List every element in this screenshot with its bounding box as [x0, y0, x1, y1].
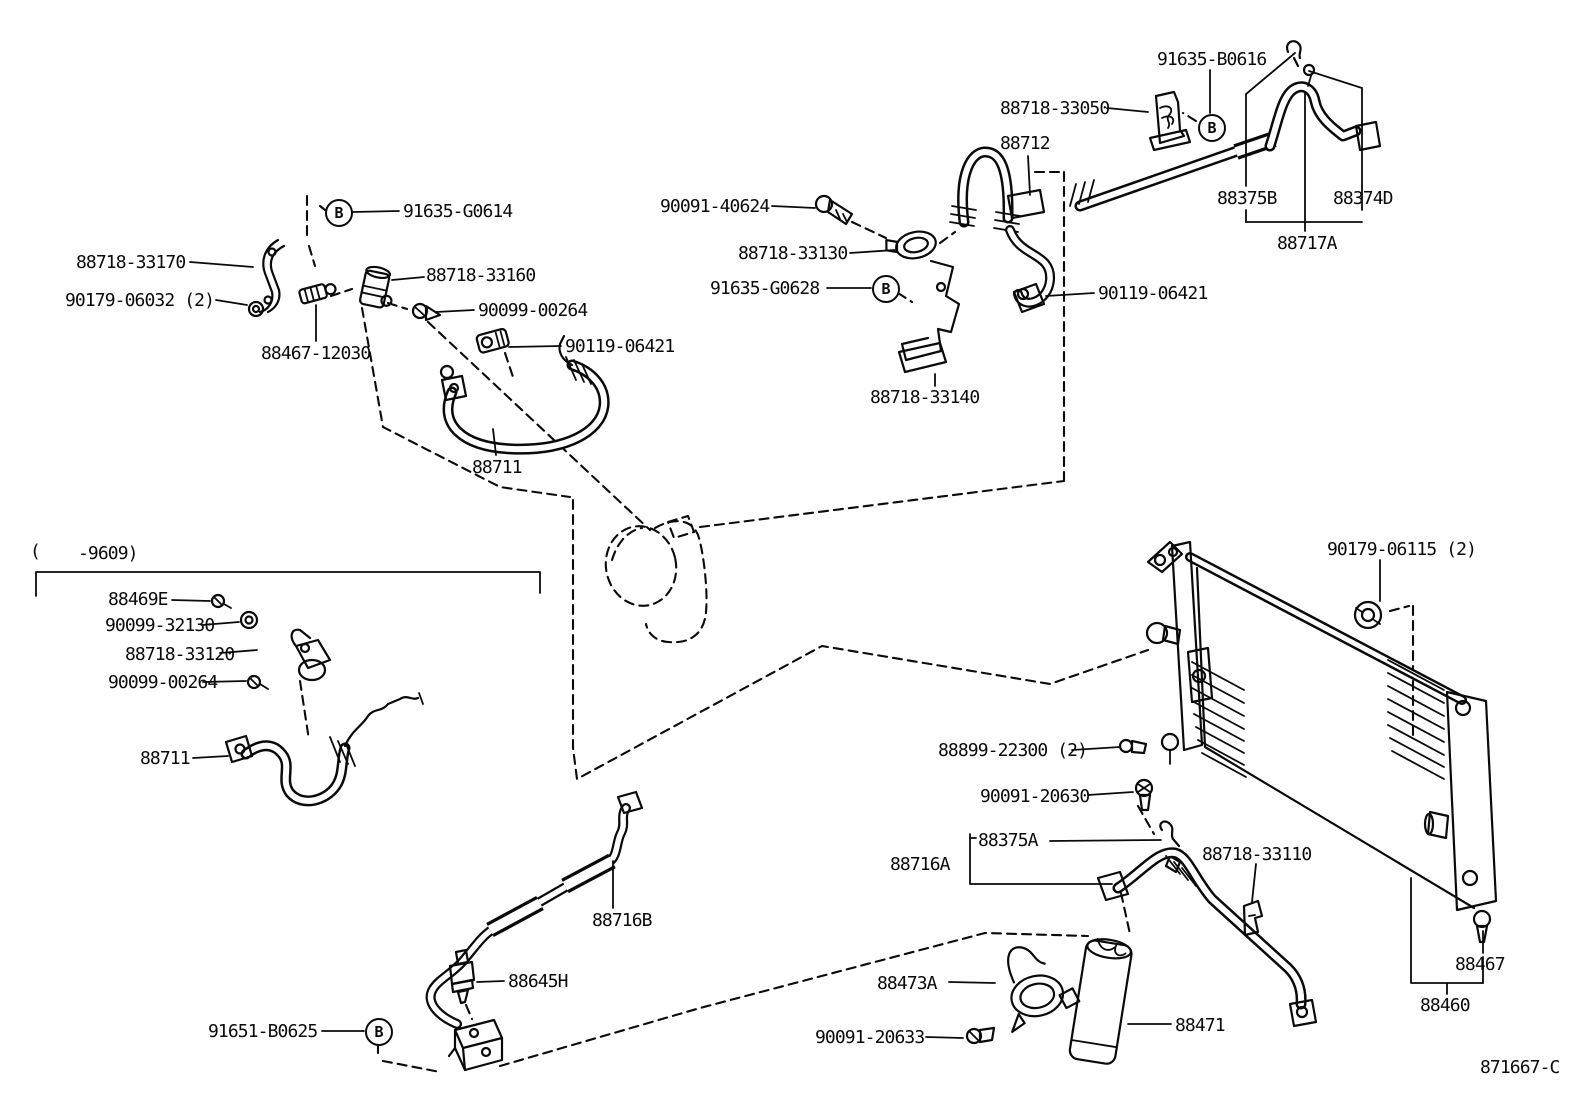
part-label-88471: 88471 [1175, 1015, 1226, 1036]
part-label-88718-33160: 88718-33160 [426, 265, 536, 286]
grommet-90179-06115 [1353, 600, 1383, 630]
part-label-88375A: 88375A [978, 830, 1039, 851]
part-label-90119-06421: 90119-06421 [565, 336, 675, 357]
bolt-90091-40624 [814, 194, 854, 226]
part-label-90091-40624: 90091-40624 [660, 196, 770, 217]
dashed-reference-lines [298, 111, 1415, 1074]
clamp-88473A [1007, 946, 1081, 1033]
sensor-88467-12030 [298, 283, 337, 305]
bracket-88718-33140 [897, 259, 961, 374]
clamp-88718-33050 [1148, 90, 1192, 152]
fitting-88718-33160 [358, 265, 393, 309]
part-label-88718-33140: 88718-33140 [870, 387, 980, 408]
part-label-: ( [30, 541, 41, 562]
part-label-90119-06421: 90119-06421 [1098, 283, 1208, 304]
suction-hose-88716A [1096, 847, 1318, 1028]
part-label-90099-00264: 90099-00264 [478, 300, 588, 321]
part-label-88375B: 88375B [1217, 188, 1278, 209]
bolt-90091-20630 [1134, 778, 1154, 812]
bracket-88718-33170 [258, 238, 286, 314]
junction-block [447, 1018, 504, 1072]
part-label-88899-22300-2: 88899-22300 (2) [938, 740, 1088, 761]
part-label-88460: 88460 [1420, 995, 1471, 1016]
part-label-9609: -9609) [78, 543, 139, 564]
part-label-88711: 88711 [472, 457, 523, 478]
callout-circle-1: B [325, 199, 353, 227]
part-label-88469E: 88469E [108, 589, 169, 610]
part-label-90099-32130: 90099-32130 [105, 615, 215, 636]
part-label-88374D: 88374D [1333, 188, 1394, 209]
part-label-88711: 88711 [140, 748, 191, 769]
discharge-hose-88712 [949, 146, 1055, 308]
pipe-88717A [1069, 40, 1382, 212]
compressor-ghost [604, 514, 708, 644]
drain-plug-88467 [1472, 909, 1492, 944]
callout-circle-4: B [365, 1018, 393, 1046]
condenser-88460 [1145, 540, 1498, 912]
part-label-88473A: 88473A [877, 973, 938, 994]
part-label-90099-00264: 90099-00264 [108, 672, 218, 693]
part-label-88712: 88712 [1000, 133, 1051, 154]
part-label-88716B: 88716B [592, 910, 653, 931]
pressure-switch-88645H [448, 948, 476, 1005]
part-label-88718-33130: 88718-33130 [738, 243, 848, 264]
part-label-88718-33120: 88718-33120 [125, 644, 235, 665]
clamp-88718-33110 [1242, 899, 1264, 937]
part-label-871667-C: 871667-C [1480, 1057, 1560, 1078]
part-label-88717A: 88717A [1277, 233, 1338, 254]
part-label-91635-B0616: 91635-B0616 [1157, 49, 1267, 70]
part-label-88467-12030: 88467-12030 [261, 343, 371, 364]
callout-circle-2: B [872, 275, 900, 303]
part-label-90091-20630: 90091-20630 [980, 786, 1090, 807]
screw-90099-00264-mid [246, 674, 269, 690]
bolt-88899-22300 [1118, 738, 1148, 755]
part-label-88467: 88467 [1455, 954, 1506, 975]
part-label-88718-33170: 88718-33170 [76, 252, 186, 273]
liquid-pipe-88716B [425, 790, 644, 1029]
part-label-91635-G0614: 91635-G0614 [403, 201, 513, 222]
nut-90179-06032 [247, 300, 265, 318]
part-label-88645H: 88645H [508, 971, 569, 992]
part-label-90091-20633: 90091-20633 [815, 1027, 925, 1048]
part-label-88718-33110: 88718-33110 [1202, 844, 1312, 865]
grommet-90099-32130 [239, 610, 259, 630]
suction-hose-88711-top [439, 334, 610, 455]
part-label-91635-G0628: 91635-G0628 [710, 278, 820, 299]
bolt-90091-20633 [965, 1026, 996, 1045]
part-label-91651-B0625: 91651-B0625 [208, 1021, 318, 1042]
valve-90119-06421-mid [1012, 282, 1046, 314]
clip-88375A-target [1159, 820, 1182, 874]
callout-circle-3: B [1198, 114, 1226, 142]
part-label-88716A: 88716A [890, 854, 951, 875]
clamp-88718-33120 [290, 628, 332, 682]
suction-hose-88711-bottom [224, 692, 424, 807]
leader-lines [35, 52, 1484, 1039]
part-label-90179-06115-2: 90179-06115 (2) [1327, 539, 1477, 560]
part-label-90179-06032-2: 90179-06032 (2) [65, 290, 215, 311]
screw-90099-00264-top [411, 302, 442, 322]
valve-90119-06421-top [475, 327, 510, 354]
part-label-88718-33050: 88718-33050 [1000, 98, 1110, 119]
screw-88469E [210, 593, 232, 609]
